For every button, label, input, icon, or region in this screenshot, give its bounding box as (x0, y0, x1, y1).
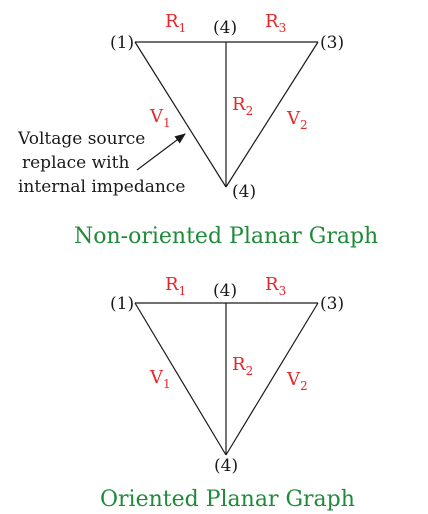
edge-v1-label: V1 (149, 106, 171, 130)
node-1-label: (1) (110, 294, 134, 314)
annotation-line-2: replace with (22, 153, 129, 173)
caption-non-oriented: Non-oriented Planar Graph (74, 224, 378, 249)
edge-r3-label: R3 (265, 11, 286, 35)
edge-v2 (225, 302, 319, 456)
edge-v2 (225, 41, 319, 188)
edge-v1 (134, 302, 227, 456)
edge-v2-label: V2 (286, 108, 308, 132)
node-4-top-label: (4) (213, 281, 237, 301)
node-3-label: (3) (320, 33, 344, 53)
node-4-top-label: (4) (213, 18, 237, 38)
edge-v2-label: V2 (286, 369, 308, 393)
edge-v1-label: V1 (149, 367, 171, 391)
edge-v1 (134, 41, 227, 188)
node-4-bottom-label: (4) (214, 456, 238, 476)
non-oriented-graph: (1) (4) (3) (4) R1 R3 R2 V1 V2 Voltage s… (17, 11, 378, 249)
edge-r1-label: R1 (165, 11, 186, 35)
edge-r2-label: R2 (232, 354, 253, 378)
oriented-graph: (1) (4) (3) (4) R1 R3 R2 V1 V2 Oriented … (100, 274, 355, 512)
edge-r2-label: R2 (232, 94, 253, 118)
caption-oriented: Oriented Planar Graph (100, 487, 355, 512)
edge-r1-label: R1 (165, 274, 186, 298)
annotation-line-3: internal impedance (18, 177, 185, 197)
edge-r3-label: R3 (265, 274, 286, 298)
annotation-arrow-icon (136, 133, 186, 171)
node-3-label: (3) (320, 294, 344, 314)
annotation-line-1: Voltage source (17, 129, 145, 149)
node-1-label: (1) (110, 33, 134, 53)
node-4-bottom-label: (4) (232, 182, 256, 202)
